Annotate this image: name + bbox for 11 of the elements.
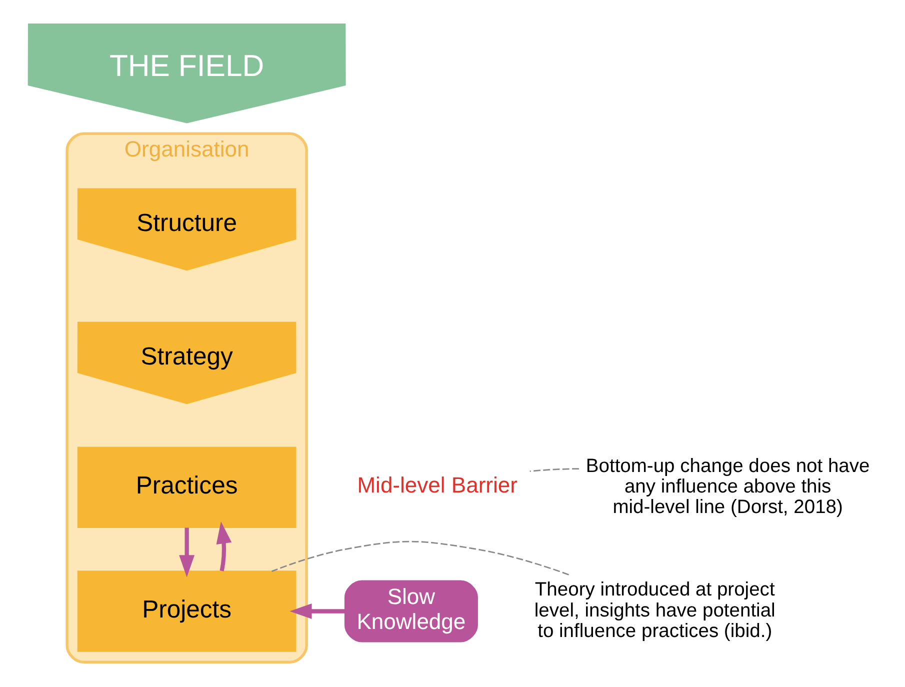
arrow xyxy=(290,604,346,619)
node-text: Bottom-up change does not have any influence above this mid-level line (Dorst, 2018) xyxy=(586,456,870,518)
connector xyxy=(272,540,570,576)
node-text: Theory introduced at project level, insights have potential to influence practices (ibid.) xyxy=(534,580,776,642)
node-box: Practices xyxy=(77,446,296,528)
node-text: Mid-level Barrier xyxy=(357,472,518,498)
connector xyxy=(530,468,579,472)
arrow xyxy=(216,522,232,572)
node-box: Projects xyxy=(77,570,296,652)
arrow xyxy=(179,528,195,578)
node-box: Slow Knowledge xyxy=(344,580,478,642)
